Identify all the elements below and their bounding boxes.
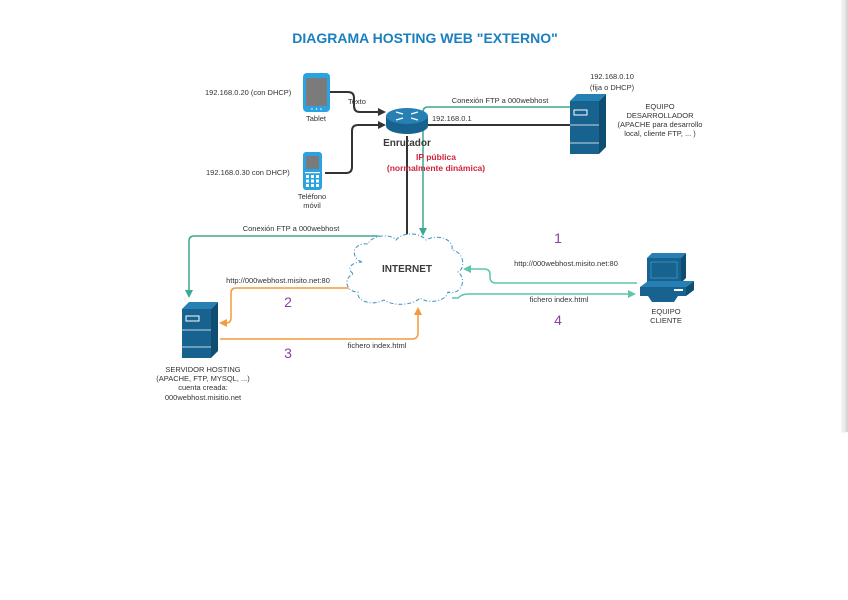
router-lan-ip: 192.168.0.1 <box>432 114 472 123</box>
tablet-router-link <box>330 91 386 116</box>
hosting-request-path <box>219 287 349 327</box>
hosting-label-line2: (APACHE, FTP, MYSQL, ...) <box>156 374 250 383</box>
tablet-label: Tablet <box>306 114 327 123</box>
developer-server-icon <box>570 94 606 154</box>
tablet-link-label: Texto <box>348 97 366 106</box>
hosting-request-label: http://000webhost.misito.net:80 <box>226 276 330 285</box>
step-number-3: 3 <box>284 345 292 361</box>
tablet-ip: 192.168.0.20 (con DHCP) <box>205 88 292 97</box>
router-public-ip-line1: IP pública <box>416 152 456 162</box>
client-request-path <box>463 265 637 284</box>
client-computer-icon <box>640 253 694 302</box>
client-label-line2: CLIENTE <box>650 316 682 325</box>
router-label: Enrutador <box>383 138 431 149</box>
client-response-label: fichero index.html <box>530 295 589 304</box>
mobile-phone-icon <box>303 152 322 190</box>
vertical-scrollbar[interactable] <box>843 0 848 432</box>
router-public-ip-line2: (normalmente dinámica) <box>387 163 485 173</box>
developer-ip-line2: (fija o DHCP) <box>590 83 635 92</box>
developer-ip-line1: 192.168.0.10 <box>590 72 634 81</box>
ftp-hosting-label: Conexión FTP a 000webhost <box>243 224 341 233</box>
diagram-title: DIAGRAMA HOSTING WEB "EXTERNO" <box>292 30 558 46</box>
client-label-line1: EQUIPO <box>651 307 680 316</box>
hosting-response-path <box>220 307 422 340</box>
developer-label-line2: DESARROLLADOR <box>626 111 694 120</box>
hosting-label-line4: 000webhost.misitio.net <box>165 393 242 402</box>
client-response-path <box>452 290 636 299</box>
phone-label-line2: móvil <box>303 201 321 210</box>
internet-cloud-icon <box>346 233 464 305</box>
step-number-1: 1 <box>554 230 562 246</box>
client-request-label: http://000webhost.misito.net:80 <box>514 259 618 268</box>
developer-label-line3: (APACHE para desarrollo <box>618 120 703 129</box>
internet-label: INTERNET <box>382 264 432 275</box>
hosting-response-label: fichero index.html <box>348 341 407 350</box>
ftp-developer-label: Conexión FTP a 000webhost <box>452 96 550 105</box>
router-icon <box>386 108 428 134</box>
developer-label-line4: local, cliente FTP, ... ) <box>624 129 696 138</box>
phone-ip: 192.168.0.30 con DHCP) <box>206 168 290 177</box>
phone-label-line1: Teléfono <box>298 192 326 201</box>
developer-label-line1: EQUIPO <box>645 102 674 111</box>
hosting-label-line1: SERVIDOR HOSTING <box>165 365 240 374</box>
hosting-server-icon <box>182 302 218 358</box>
tablet-icon <box>303 73 330 112</box>
step-number-2: 2 <box>284 294 292 310</box>
phone-router-link <box>325 121 386 174</box>
hosting-label-line3: cuenta creada: <box>178 383 228 392</box>
step-number-4: 4 <box>554 312 562 328</box>
